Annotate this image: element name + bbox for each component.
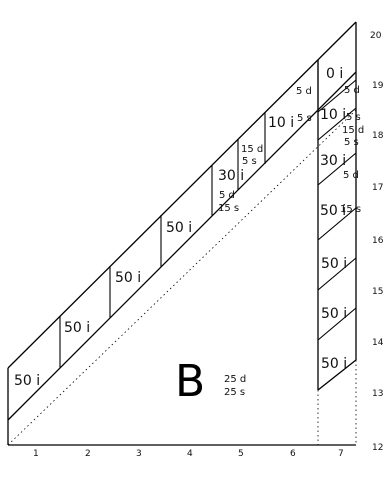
column-dividers [317, 79, 357, 341]
column-cell-7: 50 i [321, 306, 347, 322]
y-tick: 19 [372, 81, 384, 91]
band-cell-5-bottom: 15 s [218, 203, 239, 214]
band-cell-1: 50 i [14, 373, 40, 389]
column-cell-4-extra: 5 d [343, 170, 359, 181]
column-cell-3: 15 d [342, 125, 364, 136]
y-tick: 18 [372, 131, 384, 141]
column-cell-5: 50 i [320, 203, 346, 219]
column-cell-2-extra: 5 s [346, 112, 361, 123]
band-cell-6-extra: 5 s [242, 156, 257, 167]
band-cell-7: 10 i [268, 115, 294, 131]
x-tick: 4 [187, 449, 193, 459]
y-tick: 16 [372, 236, 384, 246]
y-tick: 20 [370, 31, 382, 41]
column-cell-1-extra: 5 d [344, 85, 360, 96]
y-tick: 12 [372, 443, 383, 453]
column-cell-3-extra: 5 s [344, 137, 359, 148]
center-label-line2: 25 s [224, 387, 245, 398]
band-cell-5-top: 5 d [219, 190, 235, 201]
x-tick: 7 [338, 449, 344, 459]
column-cell-6: 50 i [321, 256, 347, 272]
x-tick: 1 [33, 449, 39, 459]
center-label-line1: 25 d [224, 374, 246, 385]
y-tick: 13 [372, 389, 383, 399]
column-cell-5-extra: 15 s [340, 204, 361, 215]
band-cell-4: 50 i [166, 220, 192, 236]
figure-letter: B [175, 356, 205, 407]
vertical-column [317, 22, 357, 391]
column-cell-4: 30 i [320, 153, 346, 169]
band-cell-7-extra: 5 s [297, 113, 312, 124]
column-cell-1: 0 i [326, 66, 343, 82]
y-tick: 14 [372, 338, 384, 348]
x-tick: 6 [290, 449, 296, 459]
band-cell-2: 50 i [64, 320, 90, 336]
column-cell-2: 10 i [320, 107, 346, 123]
band-upper-edge [7, 21, 357, 369]
band-cell-8: 5 d [296, 86, 312, 97]
column-cell-8: 50 i [321, 356, 347, 372]
x-tick: 3 [136, 449, 142, 459]
y-tick: 15 [372, 287, 383, 297]
band-dividers [59, 60, 319, 368]
y-axis: 12 13 14 15 16 17 18 19 20 [370, 31, 384, 453]
y-tick: 17 [372, 183, 383, 193]
band-lower-edge [7, 71, 357, 421]
band-cell-5: 30 i [218, 168, 244, 184]
x-axis: 1 2 3 4 5 6 7 [33, 449, 344, 459]
band-cell-6: 15 d [241, 144, 263, 155]
x-tick: 2 [85, 449, 91, 459]
x-tick: 5 [238, 449, 244, 459]
band-cell-3: 50 i [115, 270, 141, 286]
